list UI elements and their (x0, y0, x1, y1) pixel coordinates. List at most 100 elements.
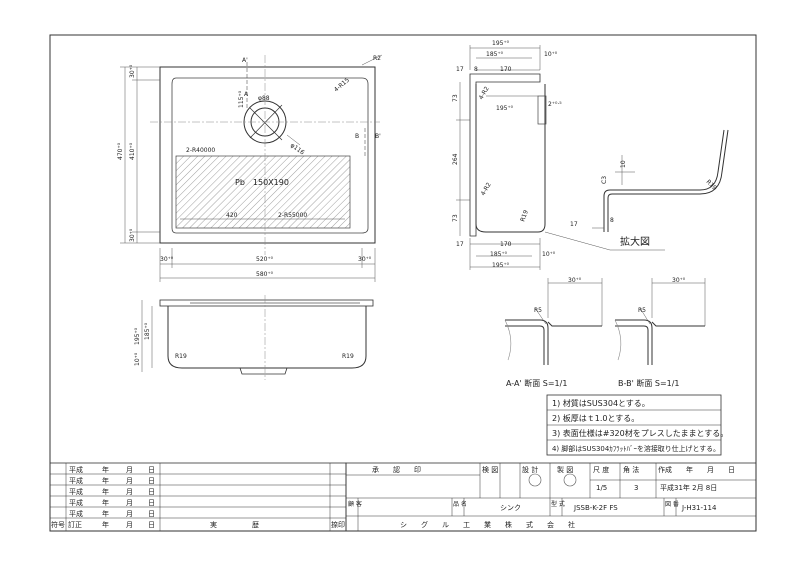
section-a-bottom: A (244, 91, 249, 98)
rev-row-1-era: 平成 (69, 465, 83, 474)
tb-scale: 1/5 (596, 484, 607, 492)
tb-check: 検 図 (482, 465, 498, 474)
section-b-left: B (355, 133, 359, 140)
rev-row-1-month: 月 (126, 466, 133, 474)
side-dim-185-top: 185⁺⁰ (486, 51, 504, 58)
plan-dim-30-left: 30⁺⁰ (160, 256, 174, 263)
rev-row-5-day: 日 (148, 510, 155, 518)
rev-footer-rev: 訂正 (68, 520, 82, 529)
rev-footer-day: 日 (148, 521, 155, 529)
section-bb-dim: 30⁺⁰ (672, 277, 686, 284)
rev-row-1-year: 年 (102, 465, 109, 474)
plan-dim-470: 470⁺⁰ (117, 142, 124, 160)
rev-footer-content: 実 歴 (210, 520, 259, 529)
plan-hatch-radius: 2-R55000 (278, 212, 307, 219)
detail-profile-inner (607, 129, 729, 232)
detail-dim-10: 10 (620, 160, 627, 168)
side-label-r19: R19 (519, 209, 530, 223)
side-dim-264: 264 (452, 153, 459, 165)
side-dim-170-bottom: 170 (500, 241, 512, 248)
tb-scale-label: 尺 度 (593, 465, 609, 474)
plan-dim-30-bottom: 30⁺⁰ (129, 228, 136, 242)
detail-chamfer: C3 (601, 176, 608, 184)
plan-inner-corner-radius: 4-R15 (333, 77, 351, 94)
tb-projection-label: 角 法 (623, 465, 639, 474)
sheet-border (49, 34, 757, 532)
notes-box: 1) 材質はSUS304とする。 2) 板厚はｔ1.0とする。 3) 表面仕様は… (546, 394, 728, 456)
side-dim-10-top: 10⁺⁰ (544, 51, 558, 58)
tb-projection: 3 (634, 484, 638, 492)
side-dim-17-bottom: 17 (456, 241, 464, 248)
side-dim-185-bottom: 185⁺⁰ (490, 251, 508, 258)
tb-customer-label: 顧 客 (348, 500, 362, 508)
plan-outer-outline (159, 66, 376, 244)
plan-hatch-width: 420 (226, 212, 238, 219)
detail-dim-8: 8 (610, 217, 614, 224)
plan-hatch-label: Pb 150X190 (235, 178, 289, 187)
detail-dim-17: 17 (570, 221, 578, 228)
rev-row-4-era: 平成 (69, 498, 83, 507)
rev-footer-month: 月 (126, 521, 133, 529)
rev-row-5-month: 月 (126, 510, 133, 518)
side-dim-170-top: 170 (500, 66, 512, 73)
side-label-thickness: 2⁺⁰·⁵ (548, 101, 562, 108)
rev-row-4-day: 日 (148, 499, 155, 507)
section-a-top: A' (242, 57, 248, 64)
drain-outer-diameter: φ116 (289, 142, 306, 157)
section-aa-dim: 30⁺⁰ (568, 277, 582, 284)
rev-row-2-month: 月 (126, 477, 133, 485)
front-view: 195⁺⁰ 185⁺⁰ 10⁺⁰ R19 R19 (134, 295, 374, 380)
front-bowl-outline (167, 306, 367, 369)
rev-row-2-year: 年 (102, 476, 109, 485)
side-dim-10-bottom: 10⁺⁰ (542, 251, 556, 258)
tb-date: 平成31年 2月 8日 (660, 483, 717, 492)
plan-inner-bowl (171, 77, 369, 234)
front-dim-195: 195⁺⁰ (134, 327, 141, 345)
note-2: 2) 板厚はｔ1.0とする。 (552, 413, 639, 423)
rev-row-1-day: 日 (148, 466, 155, 474)
rev-row-5-year: 年 (102, 509, 109, 518)
note-1: 1) 材質はSUS304とする。 (552, 398, 650, 408)
section-aa-radius: R5 (534, 307, 542, 314)
tb-approval: 承 認 印 (372, 465, 421, 474)
rev-row-2-era: 平成 (69, 476, 83, 485)
side-dim-195-bottom: 195⁺⁰ (492, 262, 510, 269)
side-label-r2-top: 4-R2 (478, 85, 491, 101)
side-dim-8-top: 8 (474, 66, 478, 73)
tb-drawing-no: J-H31-114 (681, 504, 717, 512)
rev-row-3-era: 平成 (69, 487, 83, 496)
tb-name-label: 品 名 (453, 500, 467, 508)
plan-view: 470⁺⁰ 410⁺⁰ 30⁺⁰ 30⁺⁰ 30⁺⁰ 520⁺⁰ 30⁺⁰ 58… (117, 54, 383, 282)
title-block: 承 認 印 検 図 設 計 製 図 尺 度 1/5 角 法 3 作成 年 月 日… (345, 462, 757, 532)
section-b-right: B' (375, 133, 381, 140)
section-aa-caption: A-A' 断面 S=1/1 (506, 378, 567, 388)
plan-radius-label: 2-R40000 (186, 147, 215, 154)
side-bowl-outline (475, 84, 546, 233)
side-dim-17-top: 17 (456, 66, 464, 73)
rev-row-3-year: 年 (102, 487, 109, 496)
rev-row-4-month: 月 (126, 499, 133, 507)
tb-model-label: 型 式 (551, 500, 565, 508)
rev-footer-sign: 捺印 (331, 520, 345, 529)
rev-row-5-era: 平成 (69, 509, 83, 518)
rev-row-3-day: 日 (148, 488, 155, 496)
plan-corner-radius: R2 (373, 55, 381, 62)
revision-table: 平成 年 月 日 平成 年 月 日 平成 年 月 日 平成 年 月 日 平成 年… (49, 462, 347, 532)
drain-offset: 115⁺⁰ (238, 90, 245, 108)
rev-row-3-month: 月 (126, 488, 133, 496)
rev-footer-no: 符号 (51, 520, 65, 529)
tb-design: 設 計 (522, 465, 538, 474)
side-label-195: 195⁺⁰ (496, 105, 514, 112)
section-aa: 30⁺⁰ R5 A-A' 断面 S=1/1 (504, 277, 603, 388)
tb-date-label: 作成 年 月 日 (658, 465, 735, 474)
side-view: 195⁺⁰ 185⁺⁰ 10⁺⁰ 17 8 170 73 264 73 4-R2… (452, 40, 665, 270)
detail-view: R19 C3 10 8 17 拡大図 (570, 129, 729, 248)
front-dim-185: 185⁺⁰ (144, 322, 151, 340)
tb-model: JSSB-K-2F FS (573, 504, 618, 512)
note-4: 4) 脚部はSUS304ｶﾌﾗｯﾄﾊﾞｰを溶接取り仕上げとする。 (552, 444, 720, 453)
side-dim-195-top: 195⁺⁰ (492, 40, 510, 47)
rev-row-4-year: 年 (102, 498, 109, 507)
tb-drawing: 製 図 (557, 465, 573, 474)
rev-footer-year: 年 (102, 520, 109, 529)
